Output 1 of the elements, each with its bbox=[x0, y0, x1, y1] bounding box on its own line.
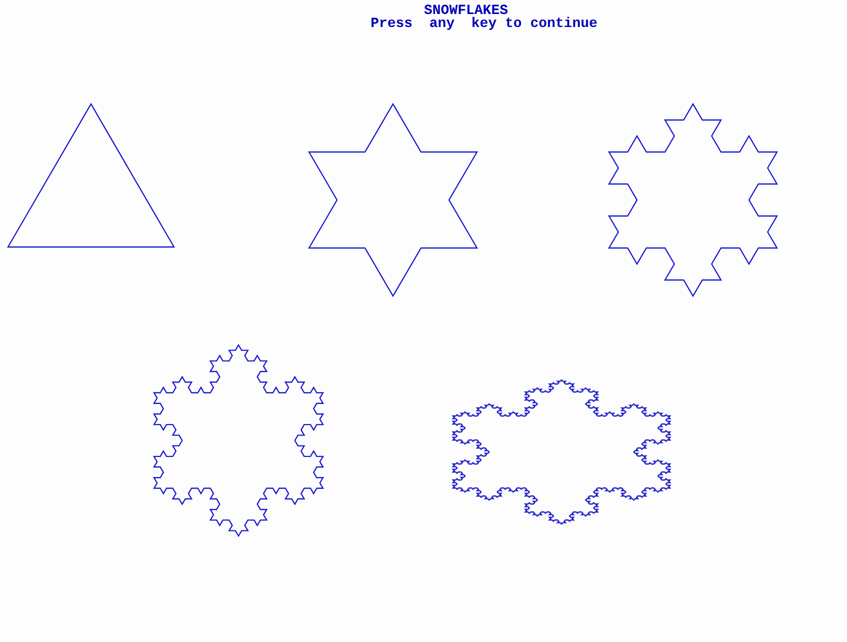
instruction-text: Press any key to continue bbox=[370, 16, 598, 32]
